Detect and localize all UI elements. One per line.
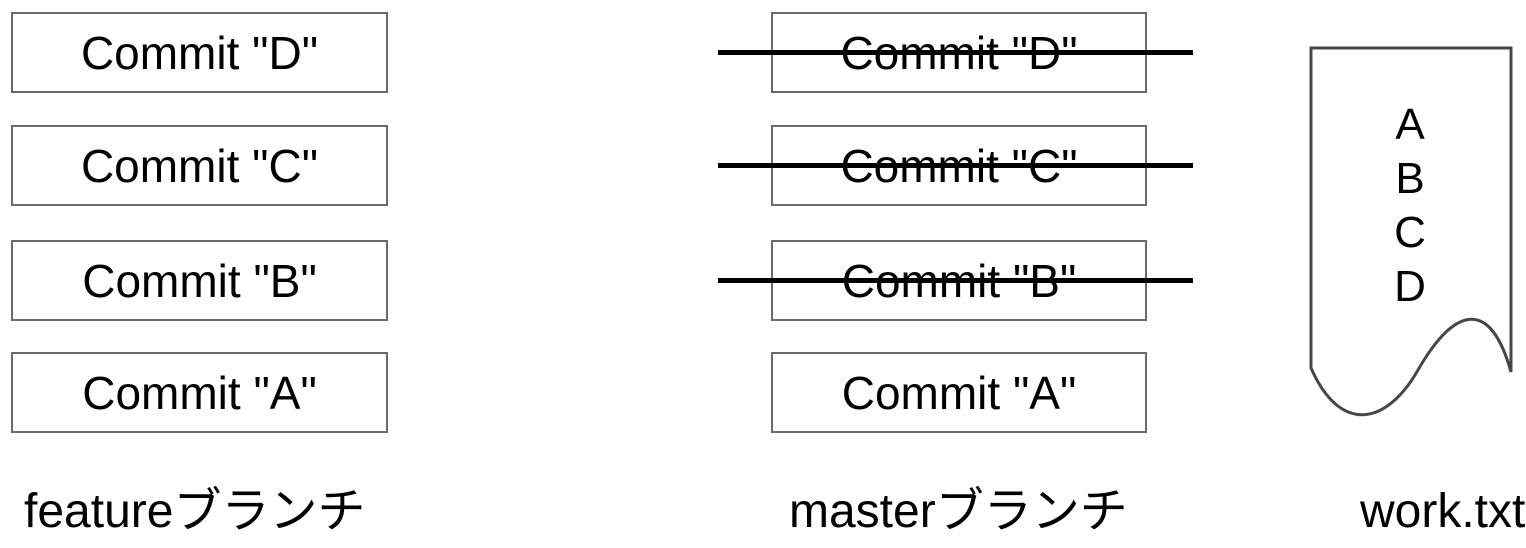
file-contents: A B C D xyxy=(1308,98,1512,314)
commit-box: Commit "C" xyxy=(11,125,388,206)
work-file-label: work.txt xyxy=(1360,485,1526,538)
commit-box: Commit "A" xyxy=(771,352,1147,433)
commit-box-feature-a: Commit "A" xyxy=(11,352,388,433)
commit-box: Commit "B" xyxy=(11,240,388,321)
feature-branch-label: featureブランチ xyxy=(24,485,366,538)
commit-box-master-a: Commit "A" xyxy=(771,352,1147,433)
file-line: B xyxy=(1395,154,1425,203)
file-line: C xyxy=(1394,208,1426,257)
document-shape-icon xyxy=(1309,46,1513,417)
commit-label: Commit "D" xyxy=(80,26,319,79)
work-file-document: A B C D xyxy=(1308,46,1514,426)
commit-box-feature-d: Commit "D" xyxy=(11,12,388,93)
commit-box-master-b: Commit "B" xyxy=(718,240,1193,321)
commit-label: Commit "A" xyxy=(82,366,317,419)
commit-box-master-d: Commit "D" xyxy=(718,12,1193,93)
commit-label: Commit "C" xyxy=(80,139,319,192)
commit-label: Commit "B" xyxy=(82,254,317,307)
commit-box: Commit "D" xyxy=(11,12,388,93)
commit-box-master-c: Commit "C" xyxy=(718,125,1193,206)
strikethrough-line xyxy=(718,277,1193,283)
file-line: D xyxy=(1394,262,1426,311)
commit-box-feature-b: Commit "B" xyxy=(11,240,388,321)
commit-box: Commit "A" xyxy=(11,352,388,433)
commit-box-feature-c: Commit "C" xyxy=(11,125,388,206)
strikethrough-line xyxy=(718,49,1193,55)
master-branch-label: masterブランチ xyxy=(789,485,1128,538)
commit-label: Commit "A" xyxy=(841,366,1077,419)
file-line: A xyxy=(1395,100,1425,149)
strikethrough-line xyxy=(718,162,1193,168)
